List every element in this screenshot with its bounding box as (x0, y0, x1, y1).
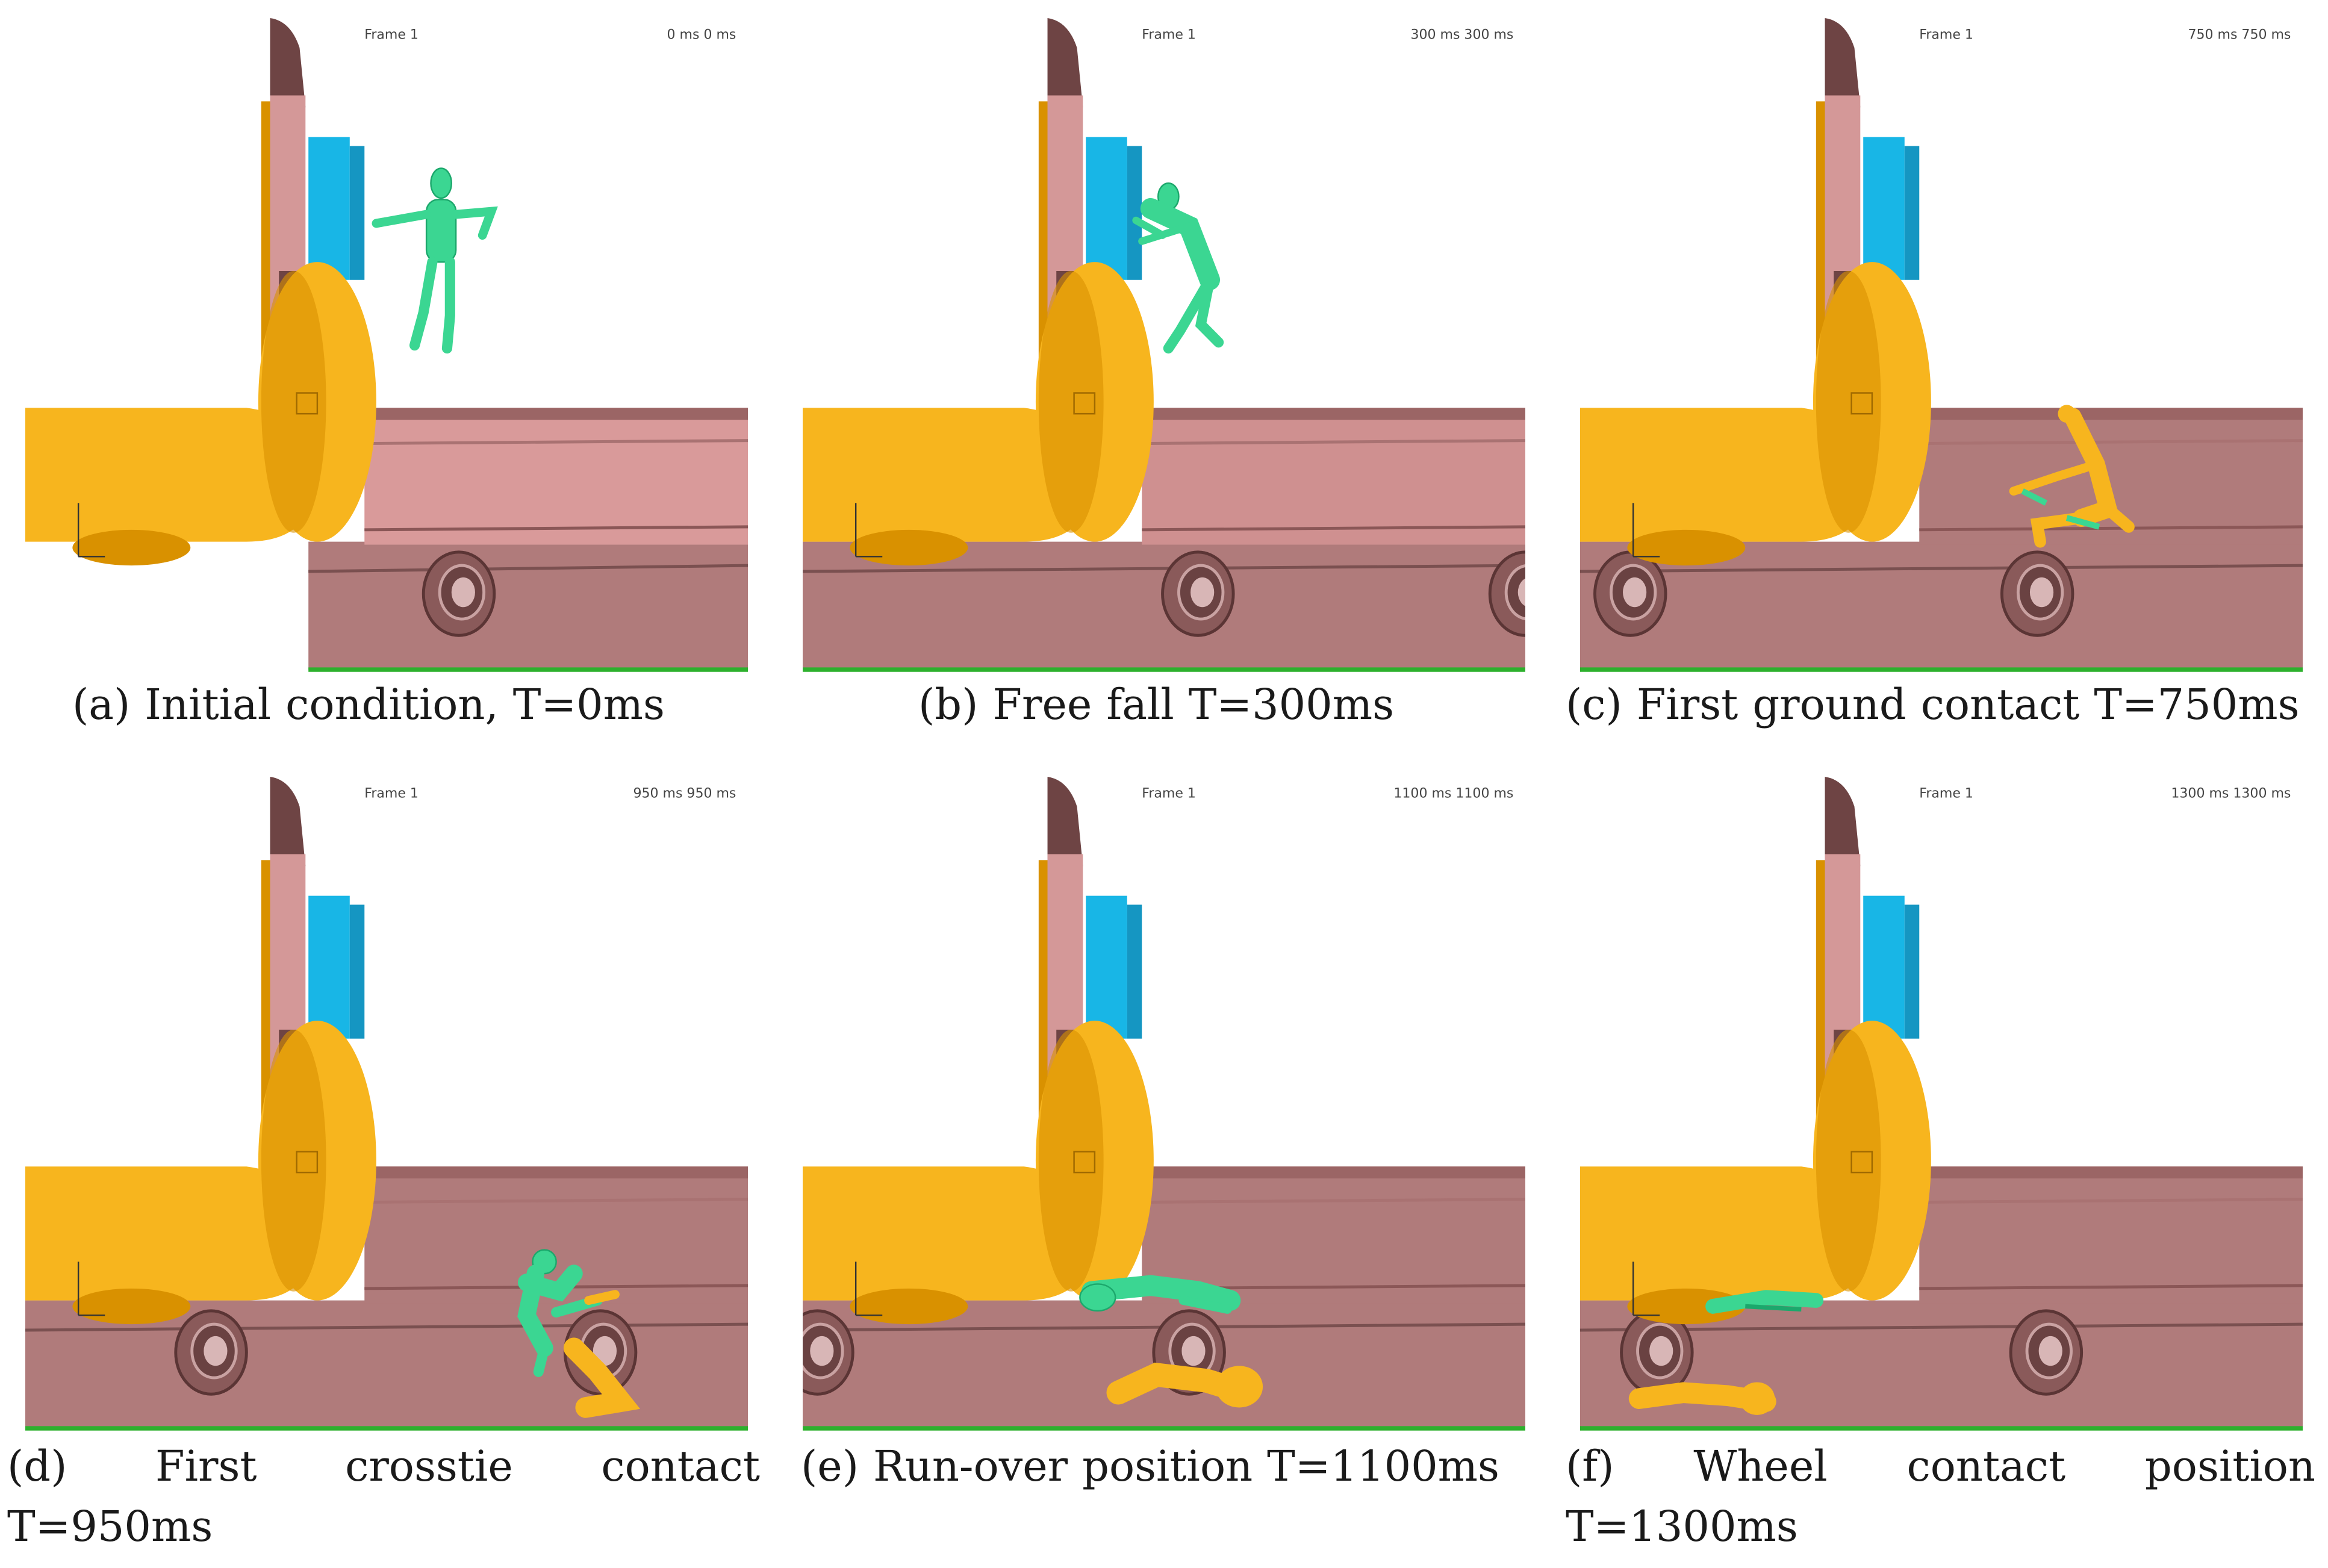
axle (25, 1166, 314, 1301)
pillar-top (1047, 777, 1083, 866)
rail (1919, 408, 2303, 545)
caption-c: (c) First ground contact T=750ms (1566, 674, 2312, 735)
rail (1142, 1166, 1525, 1304)
crosstie (803, 1309, 854, 1396)
frame-label: Frame 1 (1142, 26, 1196, 42)
caption-word: ground (1752, 680, 1906, 729)
caption-word: First (1636, 680, 1738, 729)
caption-word: First (155, 1442, 257, 1491)
dummy-figure (2009, 405, 2135, 548)
axle (803, 1166, 1092, 1301)
crosstie (174, 1309, 248, 1396)
rail (1919, 1166, 2303, 1304)
caption-word: (a) (72, 680, 131, 729)
caption-word: contact (1906, 1442, 2066, 1491)
caption-line: (e) Run-over position T=1100ms (801, 1436, 1523, 1496)
crosstie (422, 550, 496, 637)
subfigure-c: Frame 1 750 ms 750 ms (1580, 18, 2303, 673)
axle (25, 408, 314, 542)
time-label: 1300 ms 1300 ms (2171, 785, 2291, 801)
subfigure-e: Frame 1 1100 ms 1100 ms (803, 777, 1525, 1431)
caption-line: (a) Initial condition, T=0ms (72, 674, 699, 735)
blue-plate (1863, 137, 1905, 280)
caption-word: T=950ms (7, 1502, 213, 1551)
pillar-top (1825, 18, 1861, 108)
caption-word: contact (601, 1442, 760, 1491)
blue-plate (1086, 895, 1127, 1039)
pillar-top (270, 18, 306, 108)
caption-e: (e) Run-over position T=1100ms (801, 1436, 1523, 1496)
caption-line: (c) First ground contact T=750ms (1566, 674, 2312, 735)
blue-plate (1086, 137, 1127, 280)
pillar-top (1825, 777, 1861, 866)
subfigure-a: Frame 1 0 ms 0 ms (25, 18, 748, 673)
dummy-figure (517, 1249, 641, 1418)
time-label: 950 ms 950 ms (633, 785, 736, 801)
pillar-top (1047, 18, 1083, 108)
time-label: 750 ms 750 ms (2188, 26, 2291, 42)
caption-word: Run-over (873, 1442, 1068, 1491)
caption-word: Wheel (1693, 1442, 1828, 1491)
crosstie (2009, 1309, 2084, 1396)
subfigure-d: Frame 1 950 ms 950 ms (25, 777, 748, 1431)
caption-b: (b) Free fall T=300ms (918, 674, 1409, 735)
caption-word: (e) (801, 1442, 859, 1491)
caption-word: T=750ms (2094, 680, 2300, 729)
caption-a: (a) Initial condition, T=0ms (72, 674, 699, 735)
time-label: 0 ms 0 ms (667, 26, 736, 42)
frame-label: Frame 1 (1919, 26, 1973, 42)
crosstie (1620, 1309, 1694, 1396)
axle (803, 408, 1092, 542)
rail (364, 1166, 748, 1304)
axle (1580, 408, 1869, 542)
axle (1580, 1166, 1869, 1301)
rail (364, 408, 748, 545)
caption-word: (d) (7, 1442, 67, 1491)
frame-label: Frame 1 (364, 26, 419, 42)
dummy-figure (372, 167, 498, 354)
caption-word: T=300ms (1188, 680, 1394, 729)
crosstie (1488, 550, 1525, 637)
subfigure-f: Frame 1 1300 ms 1300 ms (1580, 777, 2303, 1431)
caption-word: fall (1106, 680, 1174, 729)
blue-plate (1863, 895, 1905, 1039)
blue-plate (308, 895, 350, 1039)
subfigure-b: Frame 1 300 ms 300 ms (803, 18, 1525, 673)
caption-word: position (1082, 1442, 1253, 1491)
caption-word: crosstie (345, 1442, 513, 1491)
time-label: 1100 ms 1100 ms (1393, 785, 1513, 801)
frame-label: Frame 1 (1919, 785, 1973, 801)
caption-word: (b) (918, 680, 979, 729)
crosstie (1593, 550, 1667, 637)
pillar-top (270, 777, 306, 866)
dummy-figure (1628, 1290, 1824, 1415)
dummy-figure (1079, 1275, 1263, 1408)
caption-line: (d) First crosstie contact (7, 1436, 760, 1496)
rail (1142, 408, 1525, 545)
caption-word: T=0ms (512, 680, 665, 729)
caption-word: Initial (145, 680, 272, 729)
caption-word: condition, (285, 680, 499, 729)
crosstie (2000, 550, 2074, 637)
caption-word: T=1100ms (1267, 1442, 1499, 1491)
caption-line: (f) Wheel contact position (1566, 1436, 2315, 1496)
time-label: 300 ms 300 ms (1410, 26, 1513, 42)
caption-word: Free (992, 680, 1092, 729)
caption-word: (c) (1566, 680, 1622, 729)
dummy-figure (1132, 182, 1224, 354)
track-bed (308, 541, 748, 670)
frame-label: Frame 1 (1142, 785, 1196, 801)
caption-word: (f) (1566, 1442, 1614, 1491)
caption-word: T=1300ms (1566, 1502, 1798, 1551)
blue-plate (308, 137, 350, 280)
caption-word: position (2144, 1442, 2315, 1491)
caption-line: T=1300ms (1566, 1496, 2315, 1557)
frame-label: Frame 1 (364, 785, 419, 801)
caption-word: contact (1920, 680, 2080, 729)
caption-line: (b) Free fall T=300ms (918, 674, 1409, 735)
crosstie (1161, 550, 1235, 637)
caption-line: T=950ms (7, 1496, 760, 1557)
